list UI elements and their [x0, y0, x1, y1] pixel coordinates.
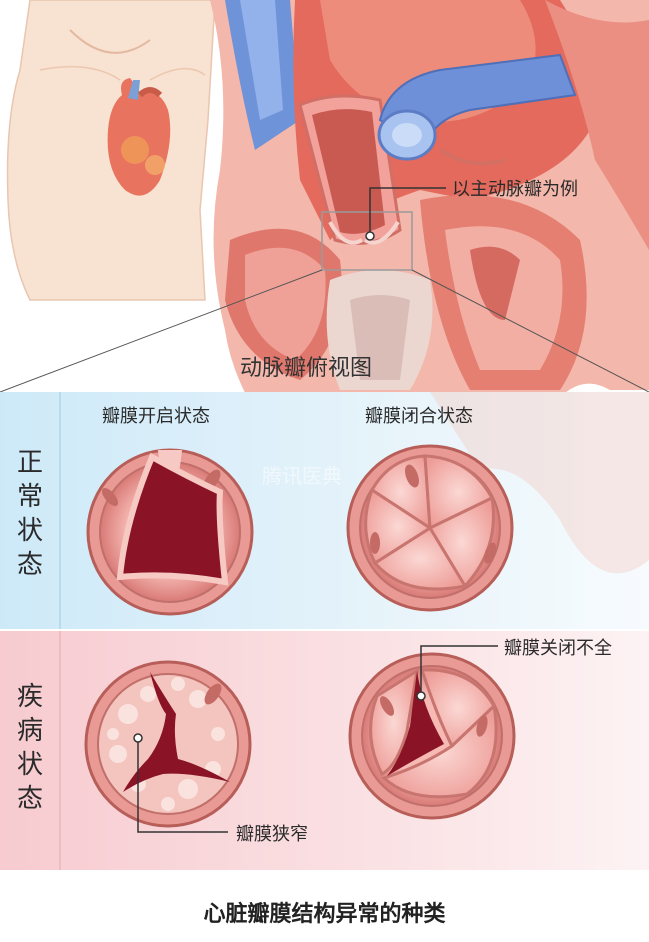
figure-caption: 心脏瓣膜结构异常的种类: [203, 902, 446, 927]
valve-regurgitation: [348, 652, 516, 820]
heart-cross-section: [210, 0, 649, 520]
zoom-box: [321, 211, 413, 271]
valve-normal-open: [86, 448, 254, 616]
callout-example-label: 以主动脉瓣为例: [452, 179, 578, 200]
callout-regurgitation-label: 瓣膜关闭不全: [504, 638, 612, 659]
column-header-open: 瓣膜开启状态: [102, 406, 210, 427]
view-title: 动脉瓣俯视图: [240, 356, 373, 381]
watermark: 腾讯医典: [262, 464, 342, 488]
callout-regurgitation-line: [420, 645, 498, 692]
callout-stenosis-line: [137, 742, 228, 833]
column-header-closed: 瓣膜闭合状态: [365, 406, 473, 427]
callout-stenosis-label: 瓣膜狭窄: [236, 824, 308, 845]
perspective-line-left: [0, 269, 323, 393]
row-label-disease: 疾病状态: [16, 682, 43, 814]
callout-dot: [365, 231, 375, 241]
row-label-normal: 正常状态: [16, 448, 43, 580]
valve-normal-closed: [346, 444, 514, 612]
perspective-line-right: [411, 269, 649, 393]
callout-line: [369, 187, 446, 232]
valve-stenosis: [84, 660, 252, 828]
torso-figure: [6, 0, 216, 301]
